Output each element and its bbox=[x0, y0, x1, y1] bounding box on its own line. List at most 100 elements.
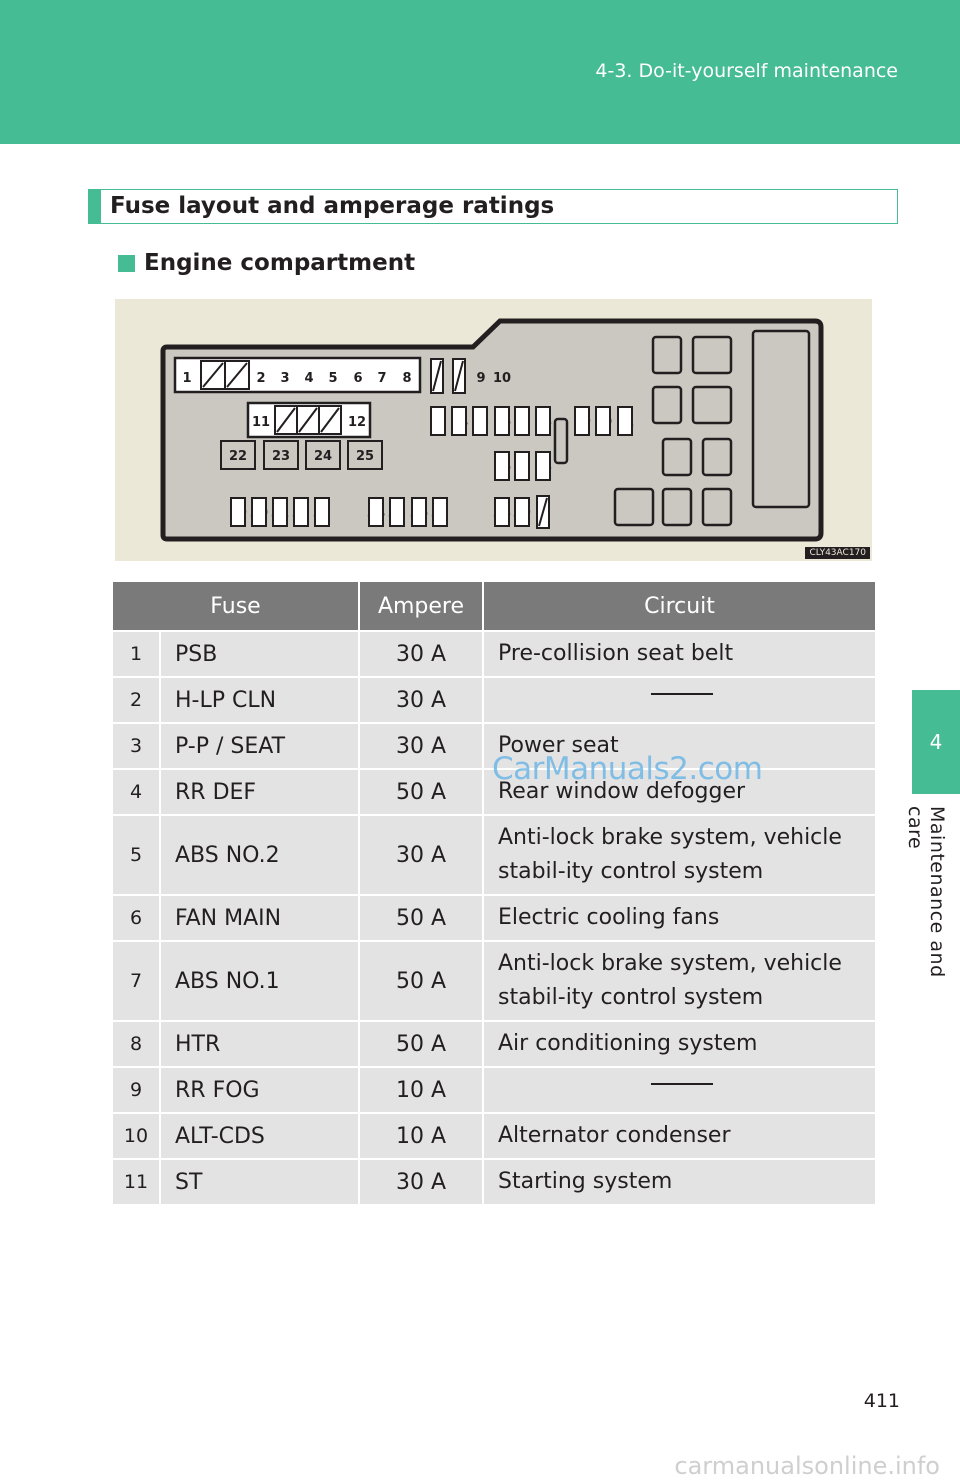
fuse-circuit: Rear window defogger bbox=[483, 768, 875, 815]
heading-accent bbox=[89, 190, 101, 223]
empty-slot-mark bbox=[538, 497, 548, 527]
fuse-slot bbox=[230, 497, 246, 527]
fuse-slot bbox=[472, 406, 488, 436]
fuse-slot bbox=[389, 497, 405, 527]
fuse-box-diagram: 1234567891011121314151617181920212223242… bbox=[115, 299, 872, 561]
fuse-number: 10 bbox=[113, 1112, 161, 1159]
chapter-number: 4 bbox=[929, 730, 943, 754]
fuse-number: 11 bbox=[113, 1158, 161, 1204]
chapter-tab[interactable]: 4 bbox=[912, 690, 960, 794]
empty-slot-mark bbox=[226, 362, 248, 388]
fuse-slot bbox=[368, 497, 384, 527]
fuse-slot bbox=[272, 497, 288, 527]
fuse-label: 6 bbox=[353, 371, 362, 386]
fuse-slot bbox=[305, 440, 341, 470]
fuse-label: 25 bbox=[356, 449, 374, 464]
page-number: 411 bbox=[863, 1390, 900, 1412]
subheading: Engine compartment bbox=[118, 250, 415, 276]
relay-block bbox=[661, 487, 693, 527]
fuse-label: 2 bbox=[256, 371, 265, 386]
fuse-circuit bbox=[483, 676, 875, 723]
section-heading: Fuse layout and amperage ratings bbox=[88, 189, 898, 224]
relay-block bbox=[701, 437, 733, 477]
fuse-ampere: 50 A bbox=[359, 768, 484, 815]
fuse-label: 5 bbox=[328, 371, 337, 386]
fuse-slot bbox=[514, 497, 530, 527]
subheading-text: Engine compartment bbox=[144, 250, 416, 276]
relay-block bbox=[661, 437, 693, 477]
fuse-slot bbox=[251, 497, 267, 527]
fuse-circuit: Power seat bbox=[483, 722, 875, 769]
header-ampere: Ampere bbox=[359, 582, 484, 631]
fuse-number: 7 bbox=[113, 940, 161, 1021]
fuse-slot bbox=[535, 451, 551, 481]
fuse-ampere: 30 A bbox=[359, 1158, 484, 1204]
fuse-ampere: 10 A bbox=[359, 1066, 484, 1113]
fuse-label: 1 bbox=[182, 371, 191, 386]
fuse-slot bbox=[595, 406, 611, 436]
fuse-slot bbox=[494, 406, 510, 436]
fuse-circuit: Starting system bbox=[483, 1158, 875, 1204]
empty-slot-mark bbox=[298, 407, 318, 433]
empty-slot-mark bbox=[276, 407, 296, 433]
relay-block bbox=[613, 487, 655, 527]
fuse-name: P-P / SEAT bbox=[160, 722, 360, 769]
fuse-number: 4 bbox=[113, 768, 161, 815]
fuse-slot bbox=[411, 497, 427, 527]
fuse-label: 8 bbox=[402, 371, 411, 386]
fuse-slot bbox=[451, 406, 467, 436]
fuse-ampere: 30 A bbox=[359, 814, 484, 895]
fuse-circuit bbox=[483, 1066, 875, 1113]
fuse-ampere: 30 A bbox=[359, 630, 484, 677]
fuse-number: 8 bbox=[113, 1020, 161, 1067]
fuse-circuit: Electric cooling fans bbox=[483, 894, 875, 941]
fuse-name: RR DEF bbox=[160, 768, 360, 815]
fuse-label: 7 bbox=[377, 371, 386, 386]
fuse-ampere: 10 A bbox=[359, 1112, 484, 1159]
fuse-slot bbox=[574, 406, 590, 436]
fuse-name: ST bbox=[160, 1158, 360, 1204]
fuse-label: 4 bbox=[304, 371, 313, 386]
fuse-name: ALT-CDS bbox=[160, 1112, 360, 1159]
diagram-code: CLY43AC170 bbox=[805, 547, 870, 559]
no-circuit-dash bbox=[650, 1083, 713, 1085]
fuse-number: 1 bbox=[113, 630, 161, 677]
fuse-slot bbox=[430, 406, 446, 436]
fuse-slot bbox=[293, 497, 309, 527]
chapter-label: Maintenance and care bbox=[904, 806, 948, 978]
fuse-number: 2 bbox=[113, 676, 161, 723]
fuse-label: 12 bbox=[348, 415, 366, 430]
watermark: CarManuals2.com bbox=[492, 751, 763, 787]
fuse-label: 3 bbox=[280, 371, 289, 386]
relay-block bbox=[651, 385, 683, 425]
fuse-label: 10 bbox=[493, 371, 511, 386]
empty-slot-mark bbox=[432, 360, 442, 392]
fuse-slot bbox=[220, 440, 256, 470]
fuse-label: 11 bbox=[252, 415, 270, 430]
relay-panel bbox=[751, 329, 811, 509]
relay-block bbox=[651, 335, 683, 375]
fuse-number: 3 bbox=[113, 722, 161, 769]
fuse-box-illustration: 1234567891011121314151617181920212223242… bbox=[160, 318, 824, 542]
fuse-slot bbox=[535, 406, 551, 436]
fuse-slot bbox=[494, 497, 510, 527]
fuse-slot bbox=[494, 451, 510, 481]
empty-slot-mark bbox=[454, 360, 464, 392]
fuse-name: ABS NO.1 bbox=[160, 940, 360, 1021]
fuse-label: 23 bbox=[272, 449, 290, 464]
fuse-slot bbox=[617, 406, 633, 436]
fuse-label: 9 bbox=[476, 371, 485, 386]
fuse-circuit: Pre-collision seat belt bbox=[483, 630, 875, 677]
footer-watermark: carmanualsonline.info bbox=[674, 1452, 940, 1480]
fuse-ampere: 30 A bbox=[359, 676, 484, 723]
header-band: 4-3. Do-it-yourself maintenance bbox=[0, 0, 960, 144]
